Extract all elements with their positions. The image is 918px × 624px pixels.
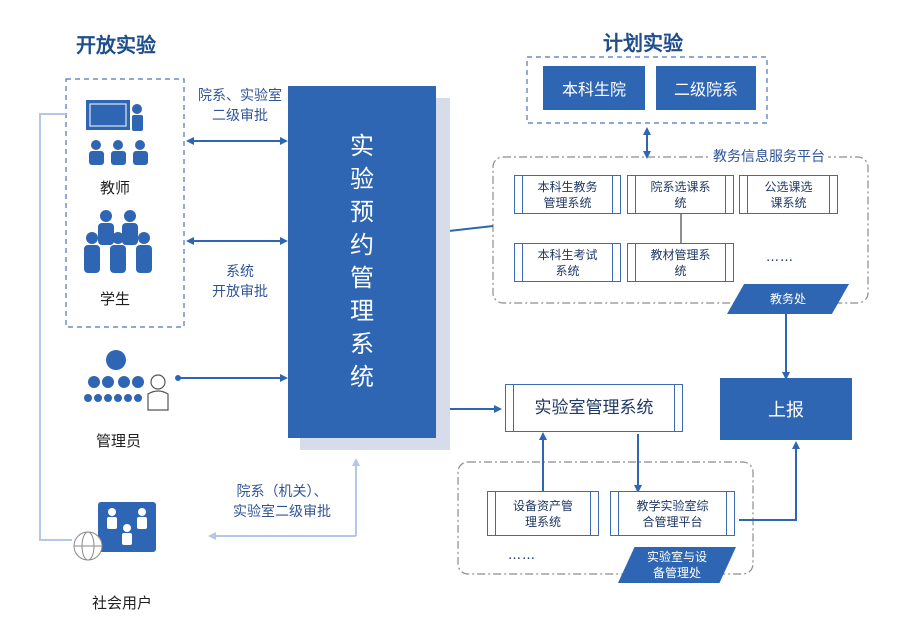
lab-system-0-line2: 理系统 (524, 514, 561, 529)
admin-label: 管理员 (96, 432, 142, 450)
edu-system-2-line2: 课系统 (770, 195, 807, 210)
teacher-icon (82, 95, 168, 170)
public-user-icon (72, 500, 172, 568)
public-approval-label: 院系（机关）、 实验室二级审批 (214, 482, 350, 522)
academic-affairs-office: 教务处 (727, 284, 849, 314)
lab-platform-group (457, 461, 754, 575)
edu-system-0-line1: 本科生教务 (537, 179, 598, 194)
edu-system-box-1: 院系选课系统 (627, 175, 734, 214)
public-user-label: 社会用户 (92, 594, 153, 612)
lab-system-0-line1: 设备资产管 (512, 498, 573, 513)
lab-system-1-line1: 教学实验室综 (636, 498, 709, 513)
central-system-char-3: 约 (350, 231, 374, 259)
edu-system-box-0: 本科生教务管理系统 (514, 175, 621, 214)
central-system-char-1: 验 (350, 165, 374, 193)
report-box: 上报 (720, 378, 852, 440)
edu-system-4-line2: 统 (674, 263, 687, 278)
plan-experiment-title: 计划实验 (603, 31, 683, 55)
lab-mgmt-system-box: 实验室管理系统 (505, 384, 683, 432)
central-system-box: 实验预约管理系统 (288, 86, 436, 438)
student-label: 学生 (100, 290, 131, 308)
open-experiment-title: 开放实验 (76, 33, 156, 57)
edu-system-box-3: 本科生考试系统 (514, 243, 621, 282)
lab-office-line2: 备管理处 (652, 566, 701, 580)
edu-system-0-line2: 管理系统 (543, 195, 592, 210)
light-line-public (39, 113, 72, 541)
central-system-char-6: 系 (350, 330, 374, 358)
teacher-label: 教师 (100, 179, 131, 197)
central-system-char-4: 管 (350, 264, 374, 292)
system-approval-line2: 开放审批 (212, 284, 268, 300)
central-system-char-7: 统 (350, 363, 374, 391)
edu-ellipsis: …… (766, 250, 794, 265)
lab-equipment-office: 实验室与设备管理处 (618, 547, 736, 583)
public-approval-line2: 实验室二级审批 (233, 504, 331, 520)
secondary-dept-box: 二级院系 (656, 66, 756, 110)
edu-platform-title: 教务信息服务平台 (710, 146, 828, 166)
central-system-char-2: 预 (350, 198, 374, 226)
edu-system-2-line1: 公选课选 (764, 179, 813, 194)
edu-system-3-line2: 系统 (555, 263, 580, 278)
student-icon (82, 208, 168, 278)
plan-units-group (526, 56, 768, 124)
edu-system-box-2: 公选课选课系统 (739, 175, 838, 214)
lab-system-1-line2: 合管理平台 (642, 514, 703, 529)
dept-lab-approval-label: 院系、实验室 二级审批 (188, 86, 292, 126)
system-approval-label: 系统 开放审批 (196, 262, 284, 302)
undergrad-school-box: 本科生院 (543, 66, 645, 110)
admin-icon (84, 348, 176, 414)
edu-system-box-4: 教材管理系统 (627, 243, 734, 282)
lab-office-line1: 实验室与设 (646, 550, 707, 564)
dept-lab-approval-line1: 院系、实验室 (198, 88, 282, 104)
lab-system-box-0: 设备资产管理系统 (487, 491, 599, 536)
central-system-label: 实验预约管理系统 (350, 130, 374, 394)
edu-system-1-line2: 统 (674, 195, 687, 210)
open-users-group (65, 78, 185, 328)
edu-platform-group (492, 156, 869, 304)
dept-lab-approval-line2: 二级审批 (212, 108, 268, 124)
edu-system-3-line1: 本科生考试 (537, 247, 598, 262)
central-system-char-5: 理 (350, 297, 374, 325)
lab-ellipsis: …… (508, 548, 536, 563)
lab-system-box-1: 教学实验室综合管理平台 (610, 491, 735, 536)
edu-system-1-line1: 院系选课系 (650, 179, 711, 194)
system-approval-line1: 系统 (226, 264, 254, 280)
public-approval-line1: 院系（机关）、 (236, 484, 328, 500)
arrow-labplat-report (739, 441, 800, 521)
edu-system-4-line1: 教材管理系 (650, 247, 711, 262)
central-system-char-0: 实 (350, 132, 374, 160)
